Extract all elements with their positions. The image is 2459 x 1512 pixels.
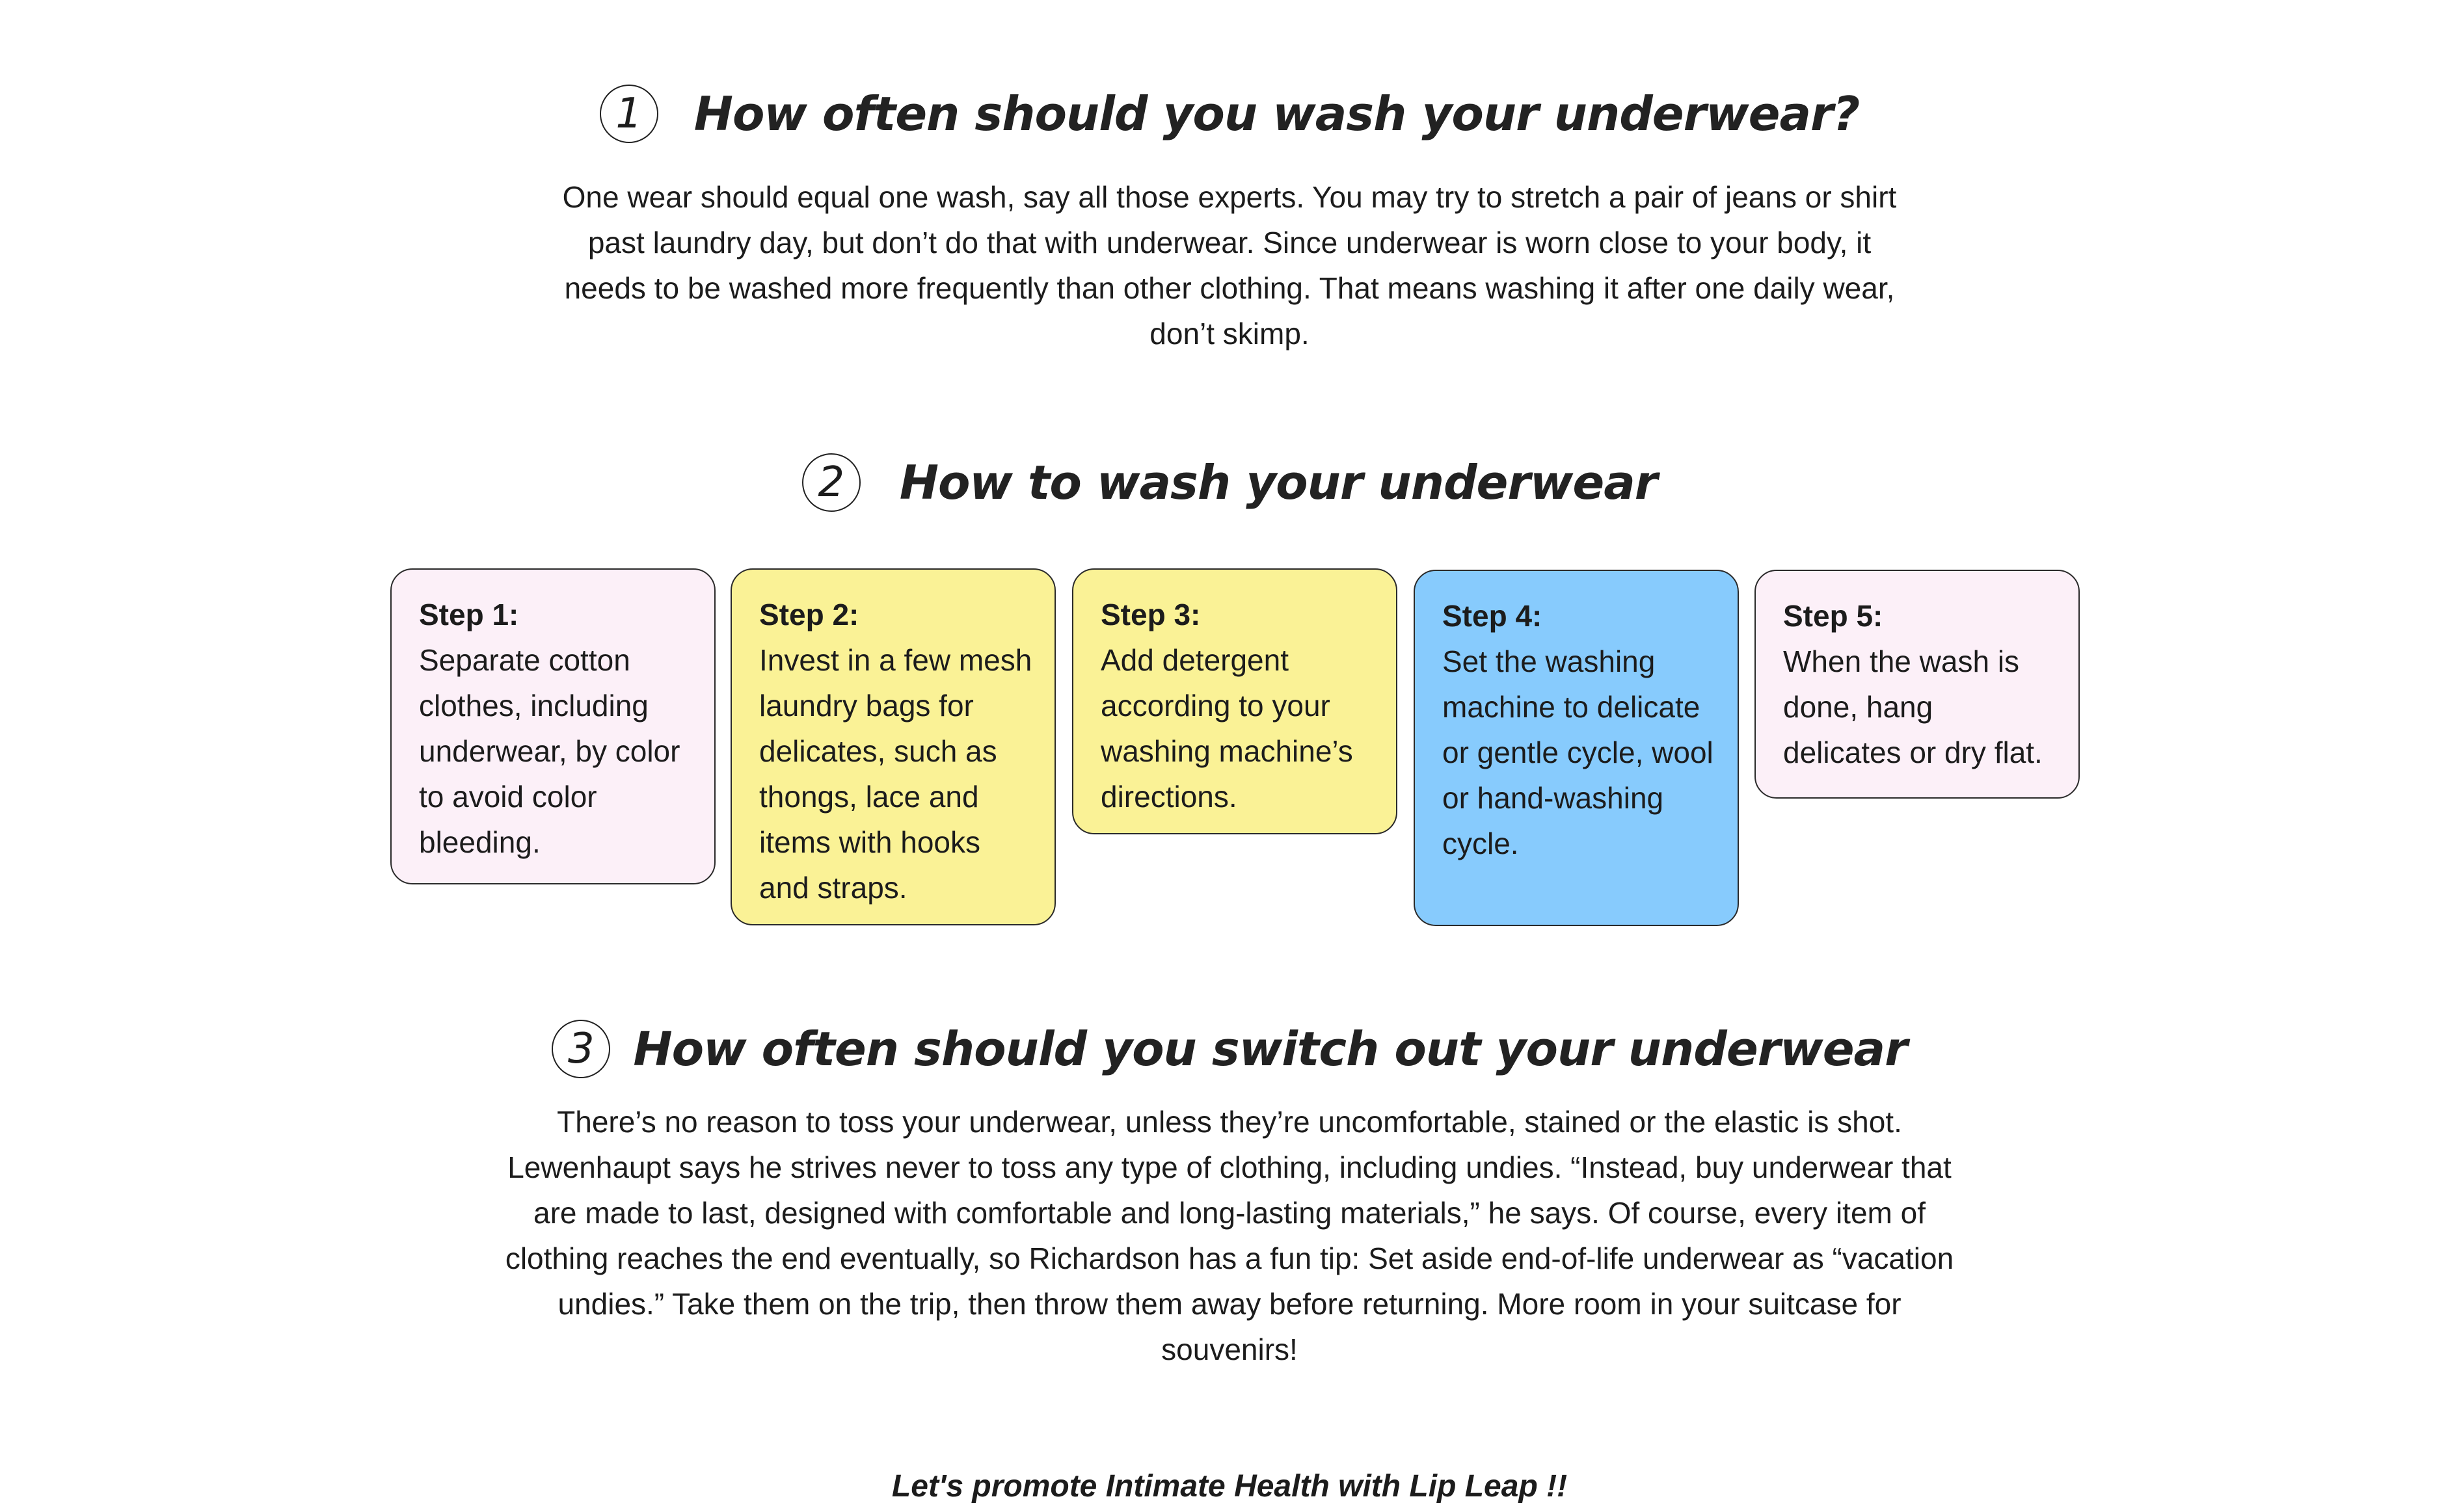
step-card-4: Step 4: Set the washing machine to delic… [1414, 570, 1739, 926]
section-1-paragraph: One wear should equal one wash, say all … [562, 180, 1897, 351]
section-2-number-badge: 2 [801, 453, 861, 512]
step-2-text: Invest in a few mesh laundry bags for de… [759, 643, 1032, 905]
step-3-title: Step 3: [1101, 598, 1201, 631]
step-2-title: Step 2: [759, 598, 859, 631]
step-card-1: Step 1: Separate cotton clothes, includi… [390, 568, 716, 884]
footer-tagline: Let's promote Intimate Health with Lip L… [891, 1469, 1568, 1504]
section-2-heading: 2 How to wash your underwear [0, 453, 2459, 512]
section-3-number-badge: 3 [552, 1020, 611, 1078]
section-3-title: How often should you switch out your und… [633, 1022, 1907, 1076]
step-5-title: Step 5: [1783, 599, 1883, 633]
section-1-number-badge: 1 [599, 85, 658, 143]
step-5-text: When the wash is done, hang delicates or… [1783, 644, 2043, 769]
section-2-title: How to wash your underwear [899, 455, 1658, 510]
section-1-title: How often should you wash your underwear… [693, 86, 1861, 141]
step-card-3: Step 3: Add detergent according to your … [1072, 568, 1397, 834]
step-3-text: Add detergent according to your washing … [1101, 643, 1353, 814]
section-3-heading: 3 How often should you switch out your u… [0, 1020, 2459, 1078]
section-3-paragraph: There’s no reason to toss your underwear… [505, 1105, 1954, 1366]
section-1-heading: 1 How often should you wash your underwe… [0, 85, 2459, 143]
step-1-title: Step 1: [419, 598, 519, 631]
step-card-5: Step 5: When the wash is done, hang deli… [1754, 570, 2080, 799]
step-1-text: Separate cotton clothes, including under… [419, 643, 680, 859]
step-4-title: Step 4: [1442, 599, 1542, 633]
step-4-text: Set the washing machine to delicate or g… [1442, 644, 1713, 860]
step-card-2: Step 2: Invest in a few mesh laundry bag… [731, 568, 1056, 925]
